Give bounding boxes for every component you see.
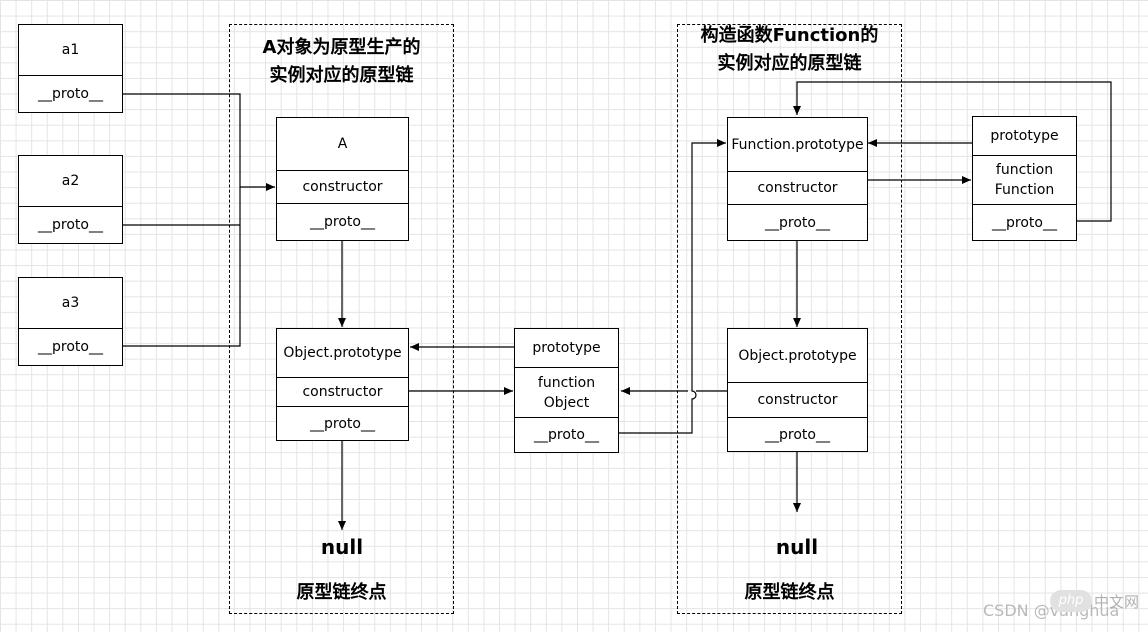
box-prototype: prototype [990,128,1059,144]
left-group-title-line1: A对象为原型生产的 [262,37,421,58]
box-function-line2: Object [543,394,590,411]
right-chain-end-label: 原型链终点 [744,582,835,603]
box-proto: __proto__ [277,203,408,240]
watermark-cn: 中文网 [1094,593,1140,611]
box-proto: __proto__ [277,406,408,440]
function-function-box: prototype function Function __proto__ [972,116,1077,241]
instance-name: a2 [61,173,80,189]
box-function-line1: function [537,374,596,391]
box-constructor: constructor [728,171,867,204]
right-group-title-line2: 实例对应的原型链 [717,53,862,74]
left-group-frame [229,24,454,614]
box-proto: __proto__ [973,204,1076,240]
box-proto: __proto__ [728,204,867,240]
instance-a1-box: a1 __proto__ [18,24,123,113]
left-null-label: null [320,535,364,559]
function-prototype-box: Function.prototype constructor __proto__ [727,117,868,241]
left-group-title: A对象为原型生产的 实例对应的原型链 [229,34,454,90]
box-name: Object.prototype [738,347,857,364]
instance-proto: __proto__ [19,206,122,243]
function-object-proto-arrow [619,139,726,434]
a-constructor-box: A constructor __proto__ [276,117,409,241]
box-name: Function.prototype [731,136,864,153]
object-prototype-left-box: Object.prototype constructor __proto__ [276,328,409,441]
box-constructor: constructor [728,382,867,417]
box-function-line2: Function [994,182,1055,198]
function-function-proto-arrow [793,81,1112,222]
instance-name: a1 [61,42,80,58]
box-proto: __proto__ [728,417,867,451]
watermark-badge: php [1050,590,1092,612]
box-proto: __proto__ [515,417,618,452]
box-constructor: constructor [277,170,408,203]
instance-proto: __proto__ [19,75,122,112]
box-prototype: prototype [532,340,601,356]
instance-name: a3 [61,295,80,311]
instance-a3-box: a3 __proto__ [18,277,123,366]
left-chain-end-label: 原型链终点 [296,582,387,603]
instance-a2-box: a2 __proto__ [18,155,123,244]
box-function-name: function Function [973,155,1076,204]
left-group-title-line2: 实例对应的原型链 [269,65,414,86]
box-function-line1: function [995,162,1054,178]
right-group-title-line1: 构造函数Function的 [700,25,879,46]
box-constructor: constructor [277,377,408,406]
function-object-box: prototype function Object __proto__ [514,328,619,453]
right-group-frame [677,24,902,614]
box-name: A [337,136,348,152]
a1-proto-line [122,93,241,347]
right-group-title: 构造函数Function的 实例对应的原型链 [677,22,902,78]
box-function-name: function Object [515,367,618,417]
right-null-label: null [775,535,819,559]
instance-proto: __proto__ [19,328,122,365]
box-name: Object.prototype [283,345,402,361]
object-prototype-right-box: Object.prototype constructor __proto__ [727,328,868,452]
